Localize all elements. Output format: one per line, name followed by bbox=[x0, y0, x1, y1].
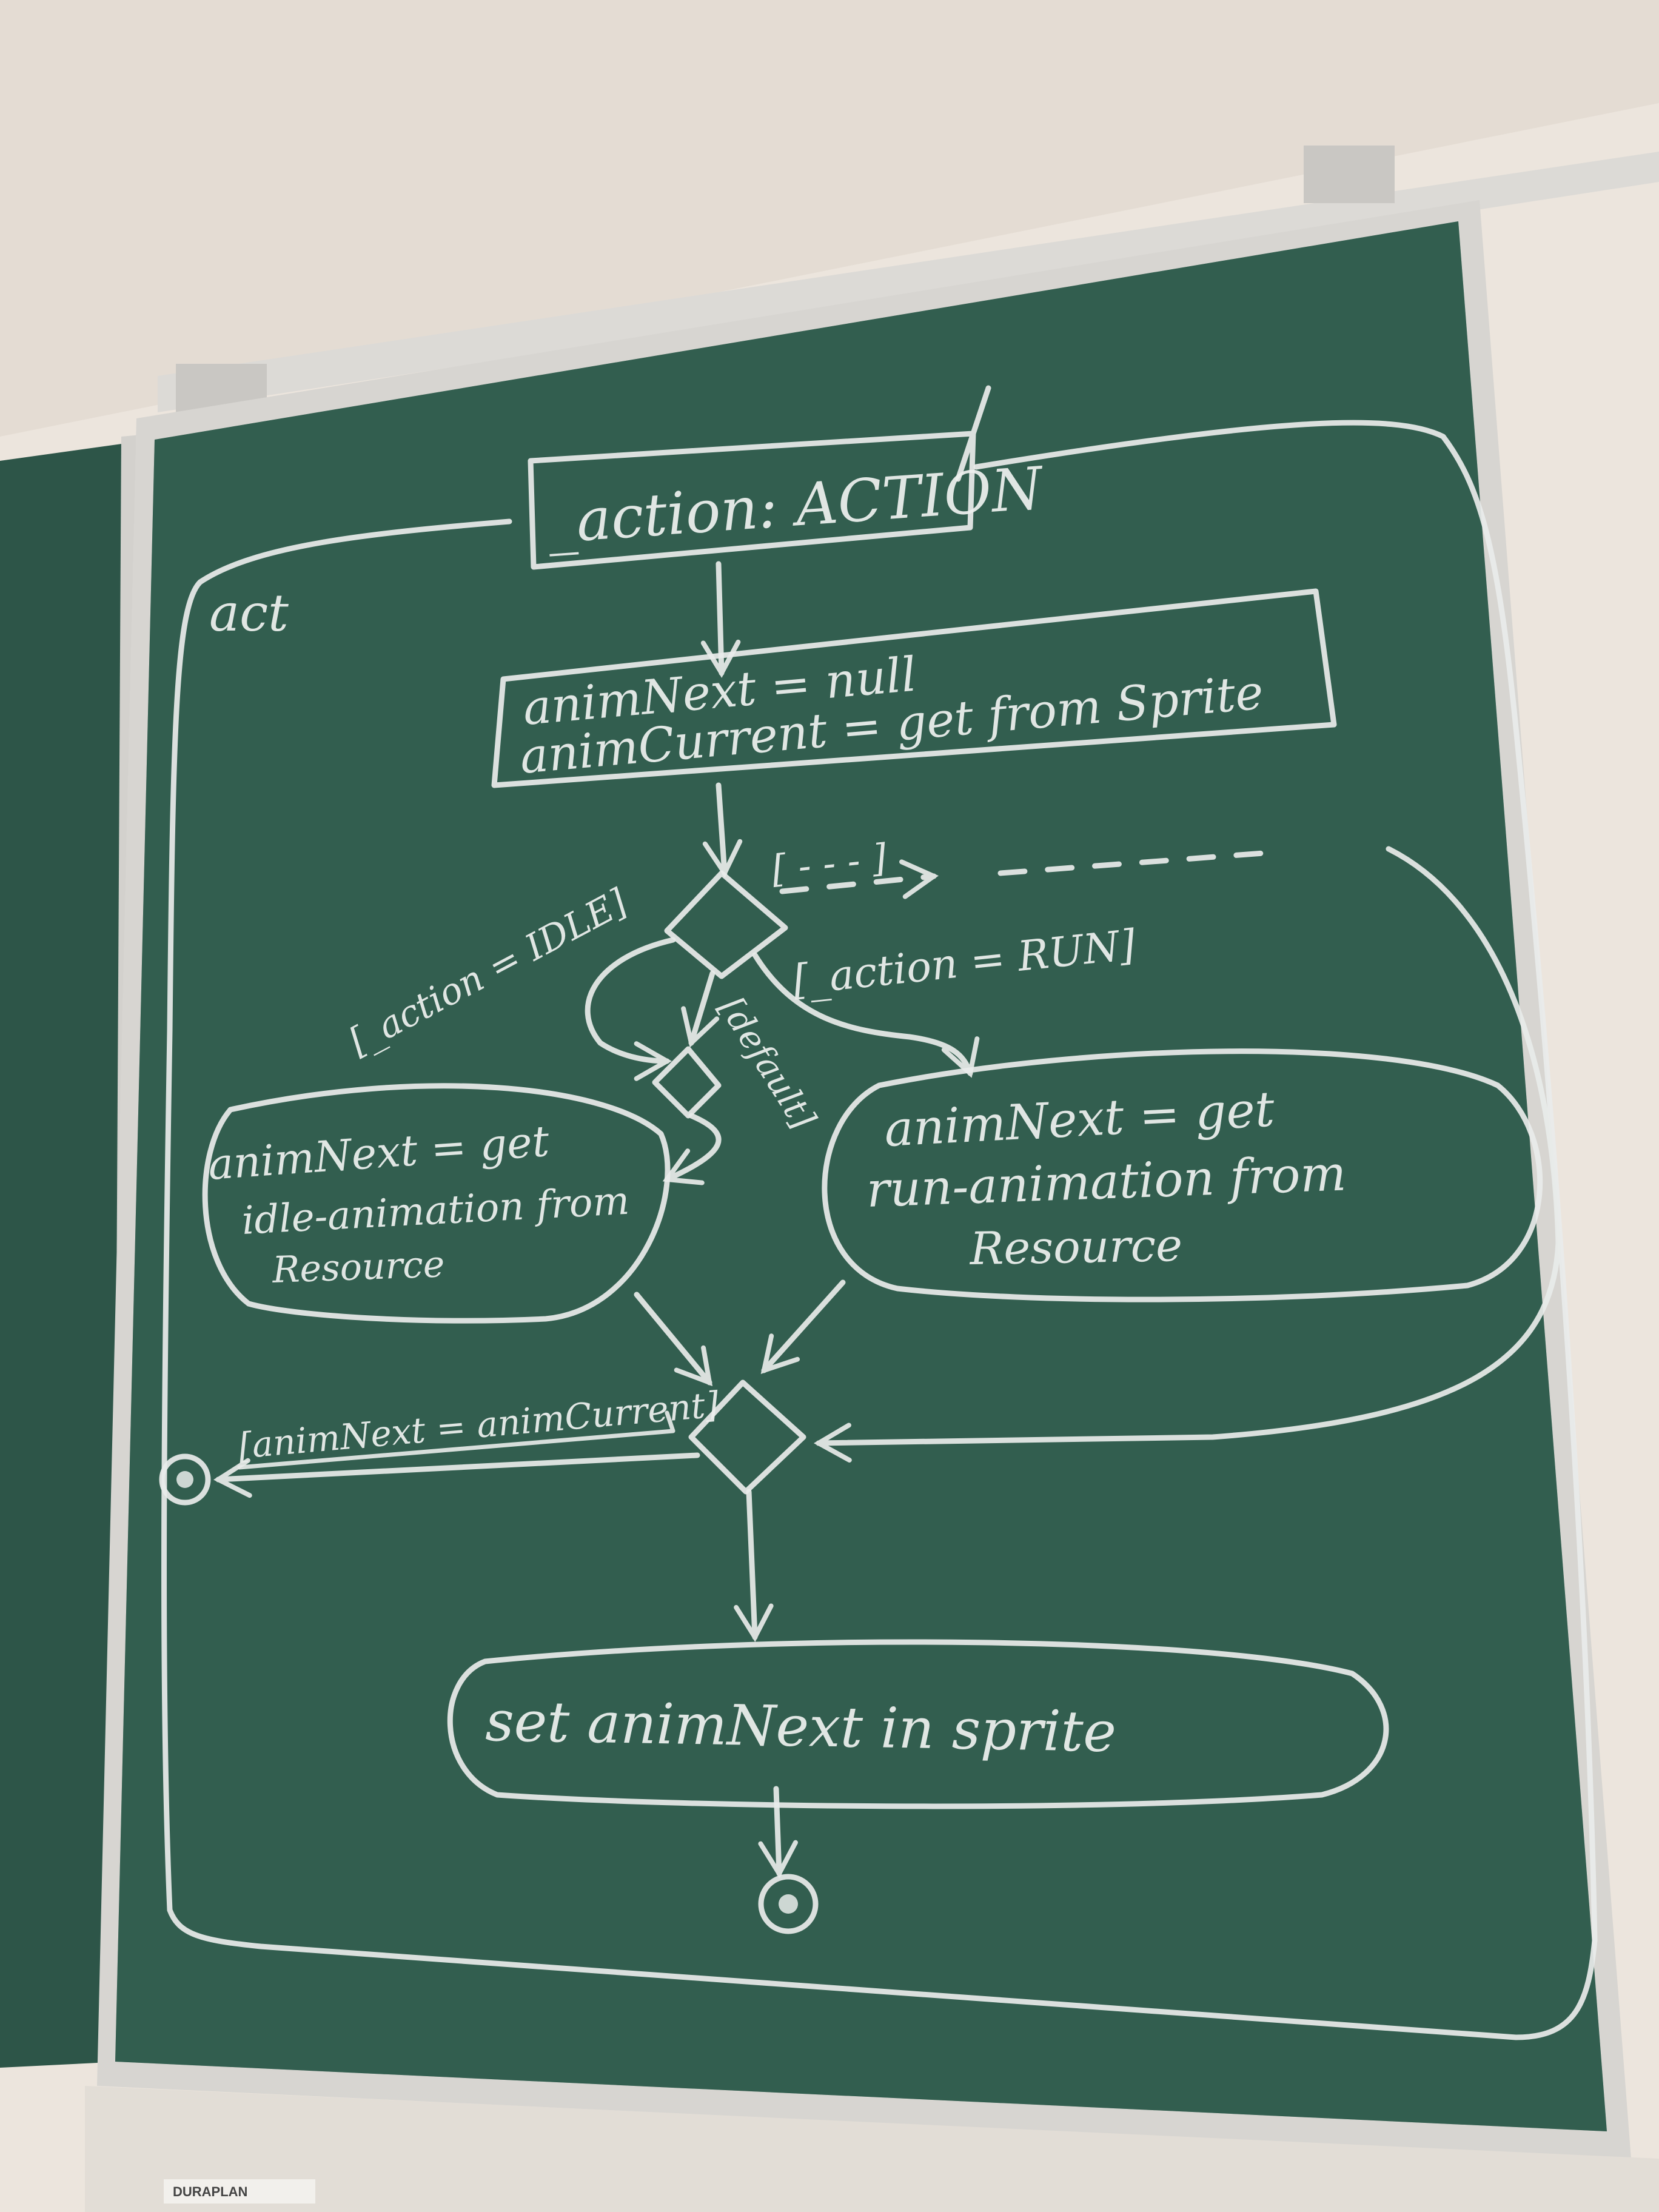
decision-action bbox=[664, 870, 788, 979]
parameter-node bbox=[528, 385, 991, 570]
brand-plate bbox=[164, 2179, 315, 2204]
bottom-wall bbox=[85, 2086, 1659, 2212]
arrow-default-idle bbox=[662, 1113, 722, 1185]
arrow-run-merge bbox=[760, 1279, 846, 1374]
decision-merge bbox=[688, 1379, 806, 1495]
rail-bracket-right bbox=[1304, 146, 1395, 203]
brand-text: DURAPLAN bbox=[173, 2184, 247, 2199]
set-label: set animNext in sprite bbox=[485, 1689, 1117, 1765]
other-branch-dashes bbox=[997, 849, 1282, 876]
arrow-default bbox=[681, 970, 720, 1048]
arrow-other bbox=[779, 859, 939, 899]
side-board-panel bbox=[0, 443, 130, 2068]
arrow-merge-final-left bbox=[213, 1452, 700, 1498]
action-set bbox=[447, 1639, 1389, 1809]
init-action bbox=[491, 588, 1337, 788]
decision-default bbox=[652, 1046, 722, 1119]
guard-same-bracket bbox=[237, 1410, 675, 1470]
action-run bbox=[822, 1048, 1543, 1302]
run-line-3: Resource bbox=[968, 1219, 1183, 1275]
final-node-left bbox=[159, 1453, 211, 1506]
arrow-set-final bbox=[758, 1786, 798, 1879]
final-node-bottom bbox=[758, 1874, 819, 1934]
arrow-merge-set bbox=[734, 1489, 774, 1642]
arrow-idle bbox=[585, 937, 676, 1081]
activity-frame bbox=[161, 420, 1598, 2040]
idle-line-3: Resource bbox=[271, 1243, 445, 1292]
action-idle bbox=[202, 1083, 671, 1324]
frame-label: act bbox=[209, 583, 289, 643]
final-node-bottom-dot bbox=[779, 1894, 798, 1914]
arrow-init-decision bbox=[702, 782, 743, 878]
ceiling bbox=[0, 0, 1659, 437]
arrow-other-merge bbox=[814, 846, 1561, 1463]
arrow-idle-merge bbox=[634, 1292, 713, 1387]
arrow-run bbox=[752, 952, 980, 1078]
final-node-left-dot bbox=[176, 1471, 193, 1488]
top-rail bbox=[158, 152, 1659, 412]
